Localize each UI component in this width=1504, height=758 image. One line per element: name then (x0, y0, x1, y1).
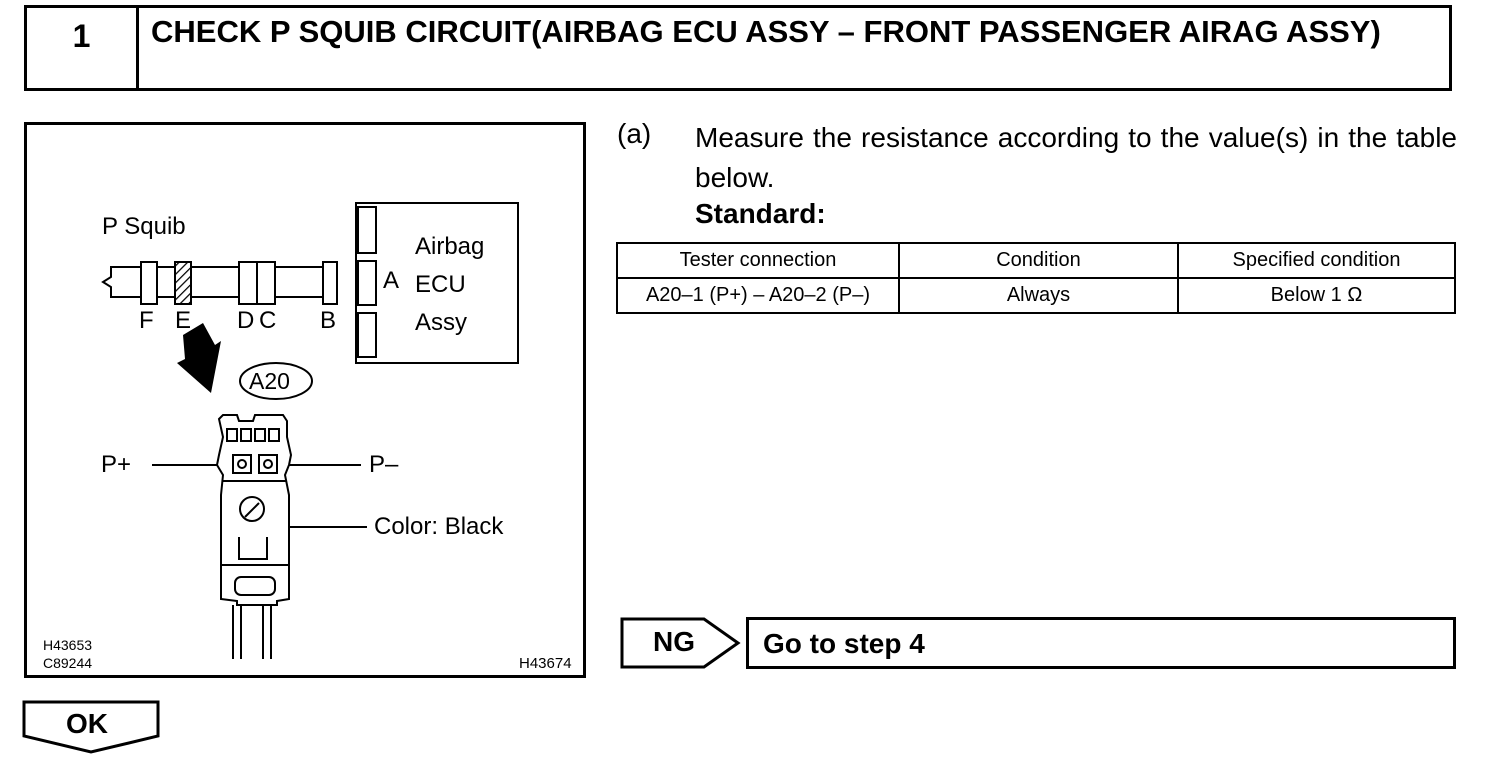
step-number: 1 (27, 8, 139, 88)
ecu-label-line1: Airbag (415, 233, 485, 260)
instruction-text: Measure the resistance according to the … (695, 122, 1457, 193)
p-minus-label: P– (369, 451, 399, 478)
go-to-step-box: Go to step 4 (746, 617, 1456, 669)
spec-table: Tester connection Condition Specified co… (616, 242, 1456, 314)
table-cell: A20–1 (P+) – A20–2 (P–) (616, 277, 900, 314)
instruction-step-letter: (a) (617, 118, 652, 149)
connector-id-label: A20 (249, 368, 290, 394)
down-arrow-icon (177, 323, 221, 393)
color-label: Color: Black (374, 513, 504, 540)
ok-arrow-shape (22, 700, 160, 754)
figure-code-1: H43653 (43, 637, 93, 653)
p-plus-label: P+ (101, 451, 132, 478)
figure-code-2: C89244 (43, 655, 93, 671)
p-squib-label: P Squib (102, 213, 186, 240)
table-header: Specified condition (1177, 242, 1456, 279)
connector-c-label: C (259, 307, 277, 334)
table-cell: Below 1 Ω (1177, 277, 1456, 314)
table-header: Tester connection (616, 242, 900, 279)
ng-arrow-shape (620, 617, 741, 669)
table-header: Condition (898, 242, 1179, 279)
ok-label: OK (66, 708, 108, 739)
table-cell: Always (898, 277, 1179, 314)
connector-d-label: D (237, 307, 255, 334)
figure-code-3: H43674 (519, 655, 572, 672)
ng-label: NG (653, 626, 695, 657)
airbag-ecu-box (355, 202, 519, 364)
connector-f-label: F (139, 307, 154, 334)
connector-e-label: E (175, 307, 192, 334)
step-title: CHECK P SQUIB CIRCUIT(AIRBAG ECU ASSY – … (151, 14, 1381, 49)
ecu-label-line3: Assy (415, 309, 468, 336)
connector-b-label: B (320, 307, 337, 334)
connector-a-label: A (383, 267, 400, 294)
step-header: 1 CHECK P SQUIB CIRCUIT(AIRBAG ECU ASSY … (24, 5, 1452, 91)
connector-diagram: P Squib Airbag ECU Assy A F E D C B A20 … (24, 122, 586, 678)
ecu-label-line2: ECU (415, 271, 466, 298)
table-header-row: Tester connection Condition Specified co… (616, 242, 1456, 279)
diagram-drawing (101, 202, 519, 659)
table-row: A20–1 (P+) – A20–2 (P–) Always Below 1 Ω (616, 277, 1456, 314)
standard-label: Standard: (695, 198, 826, 229)
